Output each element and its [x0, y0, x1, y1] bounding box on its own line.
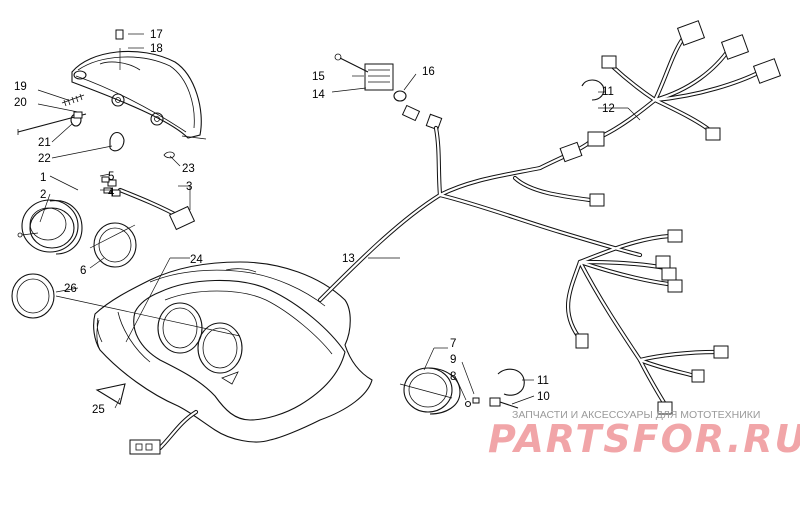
- regulator-14: [334, 53, 394, 91]
- callout-15: 15: [312, 71, 325, 83]
- regulator-plug: [401, 104, 443, 131]
- callout-5: 5: [108, 171, 114, 183]
- pin-23: [163, 151, 175, 159]
- speedometer-gauge: [17, 199, 83, 255]
- watermark-caption: ЗАПЧАСТИ И АКСЕССУАРЫ ДЛЯ МОТОТЕХНИКИ: [512, 409, 760, 421]
- callout-9: 9: [450, 354, 456, 366]
- main-wiring-harness-13: [317, 125, 729, 415]
- callout-2: 2: [40, 189, 46, 201]
- bulb-boot-22: [109, 131, 125, 152]
- headlight-assembly: [71, 50, 207, 140]
- clip-11-upper: [581, 79, 605, 101]
- gauge-7: [399, 367, 461, 415]
- callout-labels: 17 18 19 20 21 22 23 1 2 5 4 3 6 26 24 2…: [14, 29, 615, 416]
- washer-8: [464, 400, 472, 408]
- bulb-9: [472, 397, 480, 404]
- callout-1: 1: [40, 172, 46, 184]
- callout-7: 7: [450, 338, 456, 350]
- adjuster-spring-19: [61, 93, 85, 107]
- callout-13: 13: [342, 253, 355, 265]
- callout-19: 19: [14, 81, 27, 93]
- bulb-socket-17: [115, 29, 124, 40]
- callout-18: 18: [150, 43, 163, 55]
- decal-25: [95, 383, 126, 405]
- callout-22: 22: [38, 153, 51, 165]
- callout-23: 23: [182, 163, 195, 175]
- watermark: ЗАПЧАСТИ И АКСЕССУАРЫ ДЛЯ МОТОТЕХНИКИ PA…: [488, 409, 800, 461]
- sub-harness-12: [587, 20, 782, 147]
- pivot-bushing-21: [70, 111, 83, 127]
- callout-11-upper: 11: [602, 86, 614, 98]
- callout-4: 4: [108, 187, 115, 199]
- gauge-ring-6: [93, 222, 137, 268]
- callout-14: 14: [312, 89, 325, 101]
- callout-25: 25: [92, 404, 105, 416]
- callout-8: 8: [450, 371, 456, 383]
- callout-11-lower: 11: [537, 375, 549, 387]
- callout-26: 26: [64, 283, 77, 295]
- gauge-bezel-26: [11, 273, 55, 319]
- callout-20: 20: [14, 97, 27, 109]
- bulb-4: [103, 187, 112, 194]
- callout-17: 17: [150, 29, 163, 41]
- clip-11-lower: [497, 368, 525, 396]
- dash-harness-connector: [129, 409, 199, 455]
- dash-panel-24: [93, 261, 373, 443]
- callout-21: 21: [38, 137, 51, 149]
- callout-6: 6: [80, 265, 86, 277]
- callout-3: 3: [186, 181, 192, 193]
- gauge-pigtail-3: [107, 179, 196, 231]
- callout-12: 12: [602, 103, 615, 115]
- grommet-16: [393, 90, 407, 102]
- callout-24: 24: [190, 254, 203, 266]
- watermark-brand: PARTSFOR.RU: [488, 417, 800, 461]
- leader-lines: [37, 33, 641, 409]
- callout-10: 10: [537, 391, 550, 403]
- callout-16: 16: [422, 66, 435, 78]
- fastener-10: [489, 397, 519, 409]
- bulb-5: [101, 176, 110, 183]
